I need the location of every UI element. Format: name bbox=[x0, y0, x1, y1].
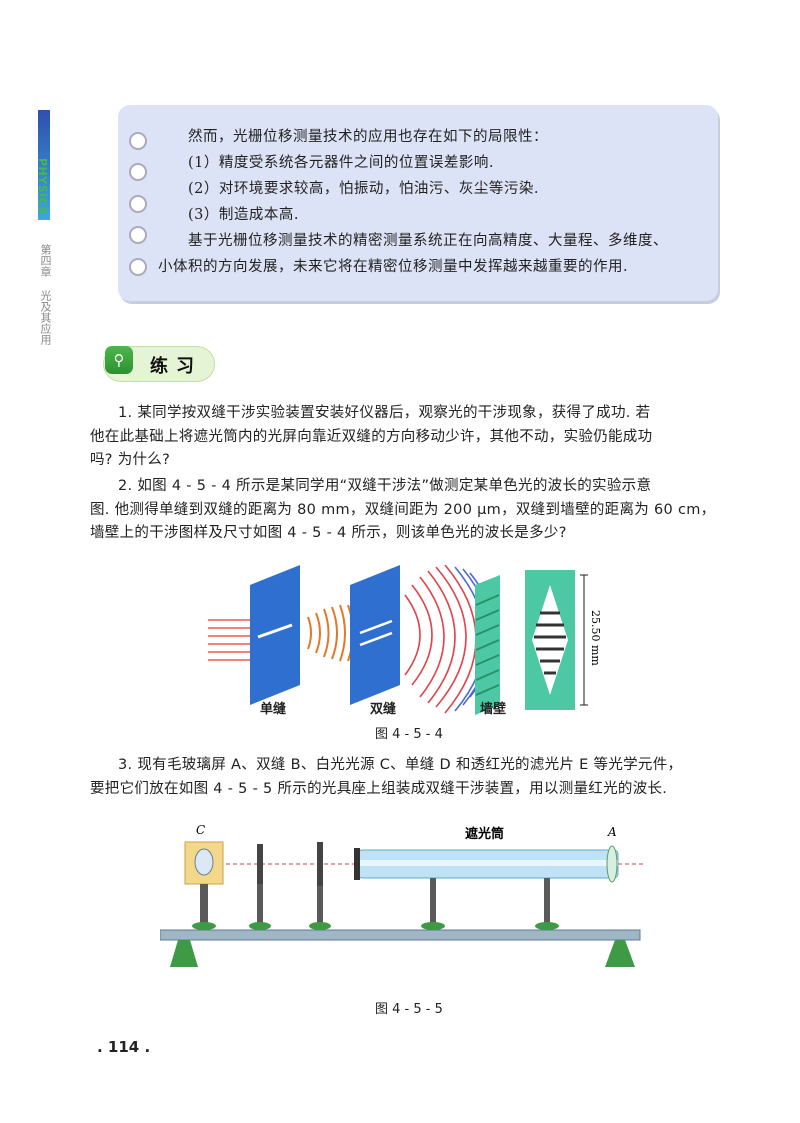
double-slit-opening bbox=[359, 631, 393, 647]
sidebar-physics-label: PHYSICS bbox=[36, 158, 49, 215]
label-tube: 遮光筒 bbox=[465, 826, 504, 842]
binder-ring bbox=[129, 163, 147, 181]
tube-highlight bbox=[358, 860, 618, 866]
filter-element bbox=[257, 844, 263, 884]
note-line: (1）精度受系统各元器件之间的位置误差影响. bbox=[188, 155, 494, 171]
post-base bbox=[421, 922, 445, 930]
wall-fringes bbox=[475, 594, 500, 696]
note-box bbox=[118, 105, 718, 301]
post-base bbox=[192, 922, 216, 930]
post bbox=[430, 878, 436, 924]
diffraction-waves bbox=[307, 604, 354, 662]
magnifier-icon: ⚲ bbox=[105, 346, 133, 374]
binder-ring bbox=[129, 226, 147, 244]
single-slit-opening bbox=[257, 623, 293, 639]
question-line: 3. 现有毛玻璃屏 A、双缝 B、白光光源 C、单缝 D 和透红光的滤光片 E … bbox=[118, 757, 683, 773]
question-3: 3. 现有毛玻璃屏 A、双缝 B、白光光源 C、单缝 D 和透红光的滤光片 E … bbox=[90, 754, 730, 801]
single-slit-panel bbox=[250, 565, 300, 705]
sidebar-chapter: 第四章 bbox=[39, 244, 52, 277]
question-line: 吗? 为什么? bbox=[90, 452, 171, 468]
sidebar-accent-bar bbox=[38, 110, 50, 220]
label-c: C bbox=[196, 823, 205, 837]
post bbox=[317, 886, 323, 924]
dimension-label: 25.50 mm bbox=[589, 610, 602, 666]
bench-rail bbox=[160, 929, 641, 941]
label-double-slit: 双缝 bbox=[370, 702, 397, 717]
pattern-fringes bbox=[534, 611, 566, 675]
post-base bbox=[535, 922, 559, 930]
double-slit-panel bbox=[350, 565, 400, 705]
sidebar-chapter-title: 光及其应用 bbox=[39, 290, 52, 345]
question-line: 2. 如图 4 - 5 - 4 所示是某同学用“双缝干涉法”做测定某单色光的波长… bbox=[118, 478, 652, 494]
note-line: 然而，光栅位移测量技术的应用也存在如下的局限性： bbox=[188, 129, 548, 145]
screen-a bbox=[606, 845, 618, 883]
note-line: (2）对环境要求较高，怕振动，怕油污、灰尘等污染. bbox=[188, 181, 539, 197]
double-slit-element bbox=[354, 848, 360, 880]
post-base bbox=[309, 922, 331, 930]
label-a: A bbox=[607, 825, 617, 839]
page-number: . 114 . bbox=[97, 1038, 151, 1056]
question-line: 图. 他测得单缝到双缝的距离为 80 mm，双缝间距为 200 μm，双缝到墙壁… bbox=[90, 501, 716, 518]
figure-optical-bench: C A 遮光筒 bbox=[160, 823, 645, 967]
note-line: 基于光栅位移测量技术的精密测量系统正在向高精度、大量程、多维度、 bbox=[188, 233, 668, 249]
figure-double-slit: 25.50 mm bbox=[208, 565, 602, 715]
label-single-slit: 单缝 bbox=[260, 702, 287, 717]
question-line: 他在此基础上将遮光筒内的光屏向靠近双缝的方向移动少许，其他不动，实验仍能成功 bbox=[90, 428, 653, 445]
bench-feet bbox=[170, 940, 635, 967]
practice-heading: 练习 bbox=[150, 356, 202, 377]
slit-element bbox=[317, 842, 323, 886]
question-2: 2. 如图 4 - 5 - 4 所示是某同学用“双缝干涉法”做测定某单色光的波长… bbox=[90, 475, 730, 546]
binder-ring bbox=[129, 195, 147, 213]
question-line: 要把它们放在如图 4 - 5 - 5 所示的光具座上组装成双缝干涉装置，用以测量… bbox=[90, 780, 668, 797]
figure-caption: 图 4 - 5 - 5 bbox=[375, 1002, 443, 1017]
binder-ring bbox=[129, 132, 147, 150]
question-line: 1. 某同学按双缝干涉实验装置安装好仪器后，观察光的干涉现象，获得了成功. 若 bbox=[118, 405, 651, 421]
note-line: (3）制造成本高. bbox=[188, 207, 299, 223]
post bbox=[544, 878, 550, 924]
figure-caption: 图 4 - 5 - 4 bbox=[375, 727, 443, 742]
post bbox=[200, 884, 208, 924]
binder-ring bbox=[129, 258, 147, 276]
post bbox=[257, 884, 263, 924]
post-base bbox=[249, 922, 271, 930]
light-bulb bbox=[194, 848, 214, 876]
question-1: 1. 某同学按双缝干涉实验装置安装好仪器后，观察光的干涉现象，获得了成功. 若 … bbox=[90, 402, 730, 473]
question-line: 墙壁上的干涉图样及尺寸如图 4 - 5 - 4 所示，则该单色光的波长是多少? bbox=[90, 525, 567, 541]
label-wall: 墙壁 bbox=[480, 702, 507, 717]
double-slit-opening bbox=[359, 619, 393, 635]
note-line: 小体积的方向发展，未来它将在精密位移测量中发挥越来越重要的作用. bbox=[158, 259, 629, 275]
